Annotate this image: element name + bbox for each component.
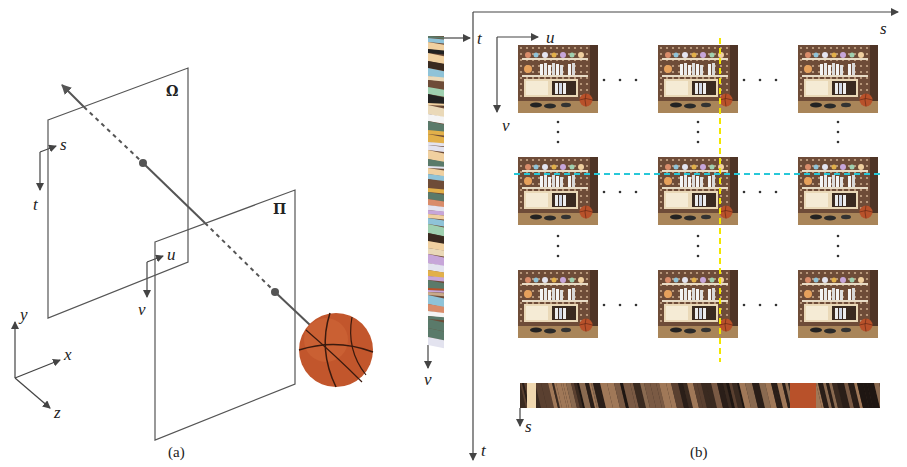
plane-outline — [155, 188, 297, 442]
axis-label: v — [424, 371, 432, 388]
yellow-slice — [719, 38, 721, 362]
caption-label: (a) — [168, 445, 185, 460]
ray-point — [139, 159, 147, 167]
epi-horizontal — [520, 383, 888, 408]
grid-axes — [428, 12, 898, 460]
ellipsis-dots — [557, 79, 840, 307]
view-grid — [518, 45, 878, 338]
plane: Π — [155, 188, 297, 442]
axis-label: x — [64, 346, 72, 363]
axis-label: s — [60, 136, 67, 153]
plane-outline — [48, 66, 190, 320]
axis-label: y — [20, 306, 28, 323]
axis-label: t — [481, 442, 486, 459]
axis-label: z — [54, 404, 61, 421]
axis-label: u — [167, 246, 176, 263]
axis-label: s — [880, 20, 887, 37]
caption-label: (b) — [690, 445, 708, 460]
plane: Ω — [48, 66, 190, 320]
plane-label: Ω — [166, 84, 178, 98]
axis-label: t — [33, 196, 38, 213]
light-ray — [62, 85, 310, 325]
cyan-slice — [514, 173, 882, 175]
ray-point — [271, 288, 279, 296]
basketball — [299, 313, 373, 387]
plane-axes — [40, 146, 163, 297]
axis-label: s — [525, 418, 532, 435]
axis-label: v — [502, 117, 510, 134]
epi-vertical — [428, 36, 444, 348]
world-axes — [15, 322, 60, 408]
plane-label: Π — [273, 202, 286, 216]
axis-label: u — [546, 29, 555, 46]
axis-label: t — [477, 30, 482, 47]
axis-label: v — [138, 301, 146, 318]
